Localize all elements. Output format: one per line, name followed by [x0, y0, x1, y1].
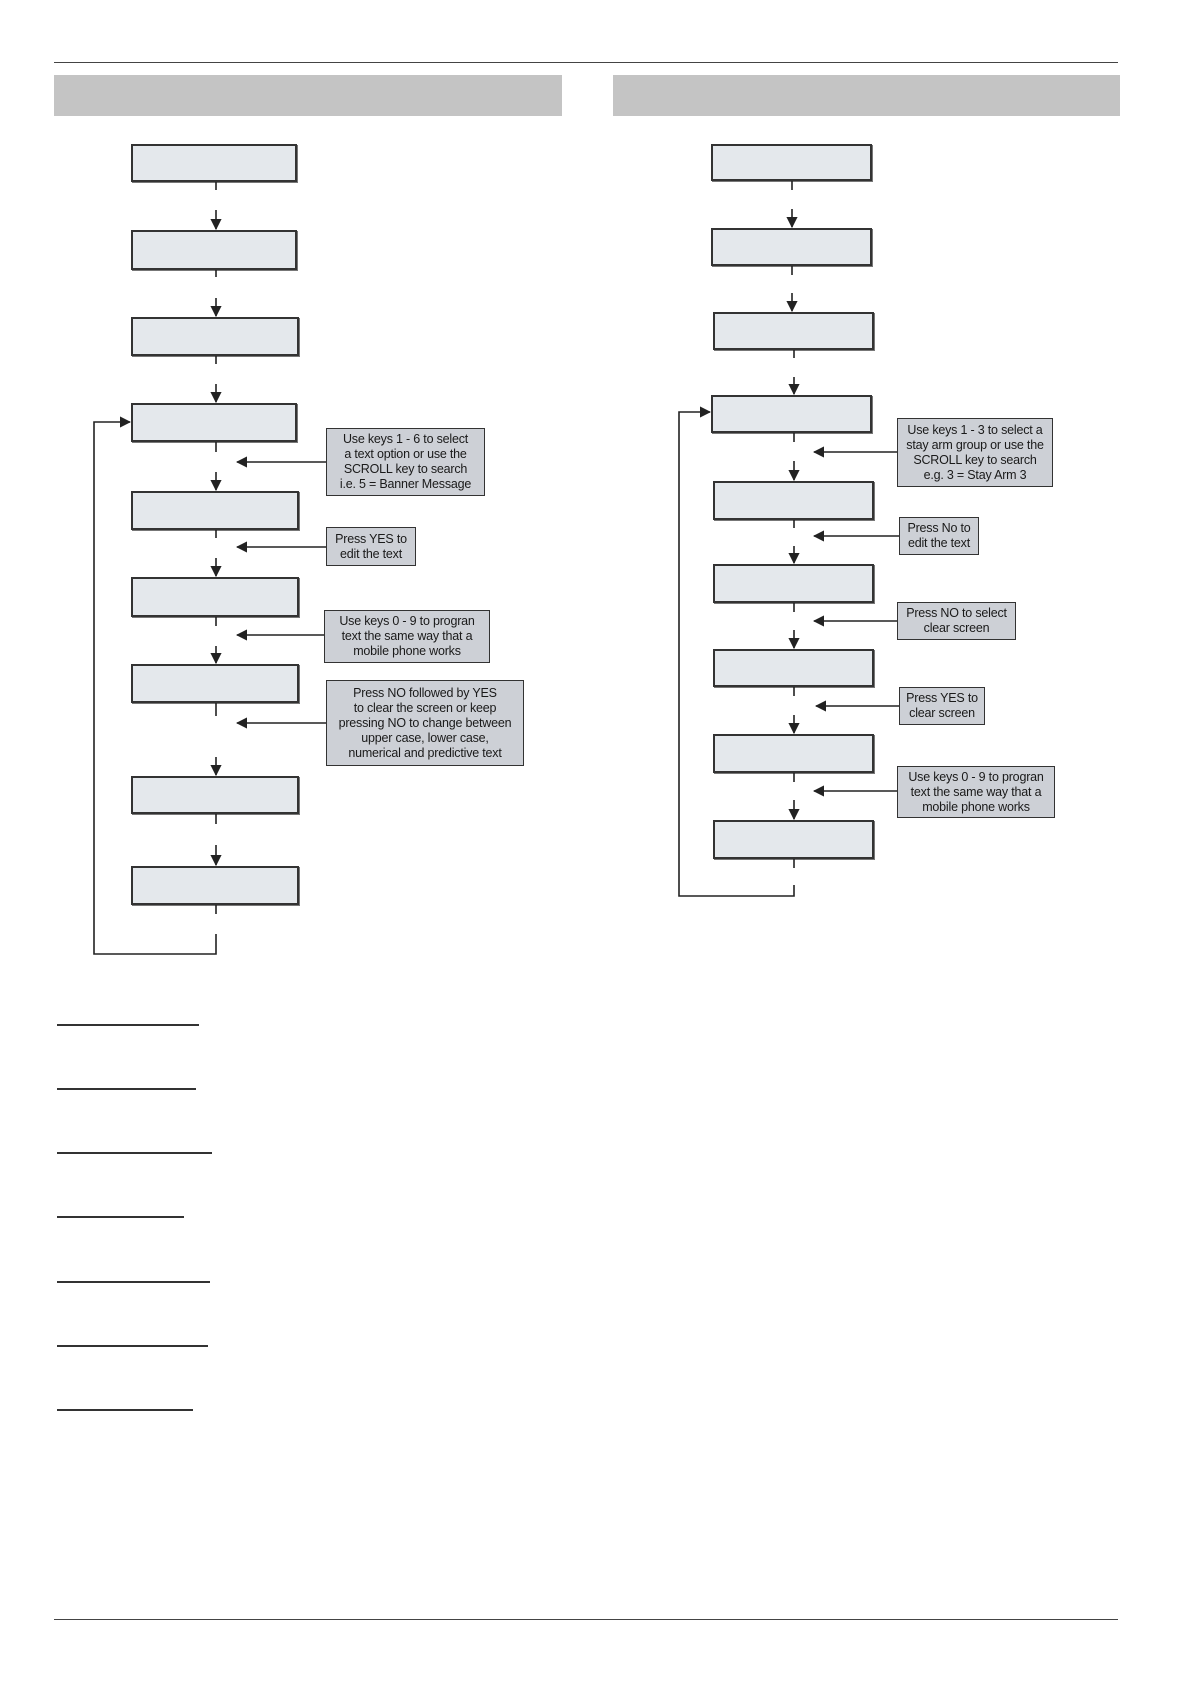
- left-step-box-1: [131, 144, 297, 182]
- left-note-press-no-followed-yes: Press NO followed by YES to clear the sc…: [326, 680, 524, 766]
- heading-underline-2: [57, 1088, 196, 1090]
- right-note-press-no-edit: Press No to edit the text: [899, 517, 979, 555]
- left-note-use-keys-program: Use keys 0 - 9 to progran text the same …: [324, 610, 490, 663]
- heading-underline-5: [57, 1281, 210, 1283]
- left-note-press-yes-edit: Press YES to edit the text: [326, 527, 416, 566]
- left-note-select-text-option: Use keys 1 - 6 to select a text option o…: [326, 428, 485, 496]
- heading-underline-4: [57, 1216, 184, 1218]
- heading-underline-7: [57, 1409, 193, 1411]
- top-page-rule: [54, 62, 1118, 63]
- left-loop-back: [93, 422, 217, 955]
- right-note-press-yes-clear: Press YES to clear screen: [899, 687, 985, 725]
- right-loop-back: [678, 412, 795, 897]
- heading-underline-1: [57, 1024, 199, 1026]
- right-section-header: [613, 75, 1120, 116]
- right-note-use-keys-program: Use keys 0 - 9 to progran text the same …: [897, 766, 1055, 818]
- left-section-header: [54, 75, 562, 116]
- bottom-page-rule: [54, 1619, 1118, 1620]
- right-step-box-1: [711, 144, 872, 181]
- right-note-select-stay-arm: Use keys 1 - 3 to select a stay arm grou…: [897, 418, 1053, 487]
- right-note-press-no-clear: Press NO to select clear screen: [897, 602, 1016, 640]
- heading-underline-3: [57, 1152, 212, 1154]
- heading-underline-6: [57, 1345, 208, 1347]
